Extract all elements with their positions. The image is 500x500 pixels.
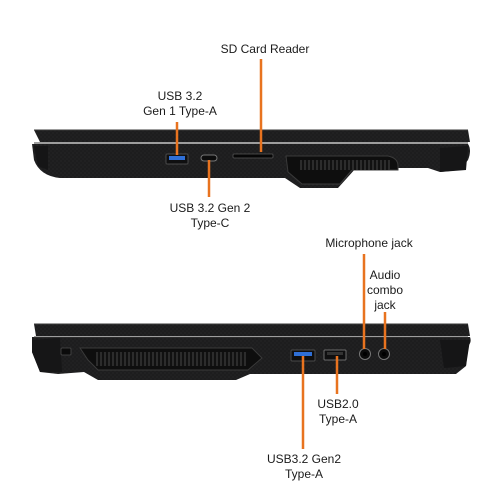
label-usb-gen2-line2: Type-A [284, 467, 323, 481]
vent-grille-icon [79, 347, 263, 371]
label-audio-combo-jack: Audio combo jack [355, 268, 415, 313]
label-usb-gen2-line1: USB3.2 Gen2 [266, 452, 342, 466]
label-usb2-line2: Type-A [318, 412, 357, 426]
laptop-right-side [32, 59, 470, 197]
label-usb-c: USB 3.2 Gen 2 Type-C [160, 201, 260, 231]
label-microphone-jack-text: Microphone jack [325, 236, 413, 250]
microphone-jack-icon [359, 348, 371, 360]
usb-a-port-icon [290, 349, 316, 362]
vent-grille-icon [285, 155, 399, 185]
laptop-lid [34, 130, 470, 142]
label-audio-line1: Audio [369, 268, 401, 282]
label-audio-line2: combo [366, 283, 404, 297]
usb-a-port-icon [165, 153, 189, 165]
laptop-left-side [32, 254, 471, 449]
label-sd-card-reader-text: SD Card Reader [220, 42, 310, 56]
sd-slot-icon [232, 153, 274, 159]
audio-jack-icon [378, 348, 390, 360]
usb2-port-icon [323, 349, 347, 361]
label-usb-gen1-line1: USB 3.2 [157, 89, 203, 103]
label-microphone-jack: Microphone jack [317, 236, 421, 251]
label-usb-c-line2: Type-C [190, 216, 230, 230]
label-usb-c-line1: USB 3.2 Gen 2 [169, 201, 251, 215]
kensington-lock-icon [60, 347, 72, 356]
label-usb2: USB2.0 Type-A [306, 397, 370, 427]
label-sd-card-reader: SD Card Reader [213, 42, 317, 57]
label-usb-gen1-line2: Gen 1 Type-A [143, 104, 217, 118]
label-audio-line3: jack [374, 298, 396, 312]
laptop-lid-left [34, 324, 470, 336]
label-usb2-line1: USB2.0 [317, 397, 359, 411]
laptop-base [32, 144, 470, 188]
label-usb-gen2: USB3.2 Gen2 Type-A [256, 452, 352, 482]
label-usb-gen1: USB 3.2 Gen 1 Type-A [130, 89, 230, 119]
